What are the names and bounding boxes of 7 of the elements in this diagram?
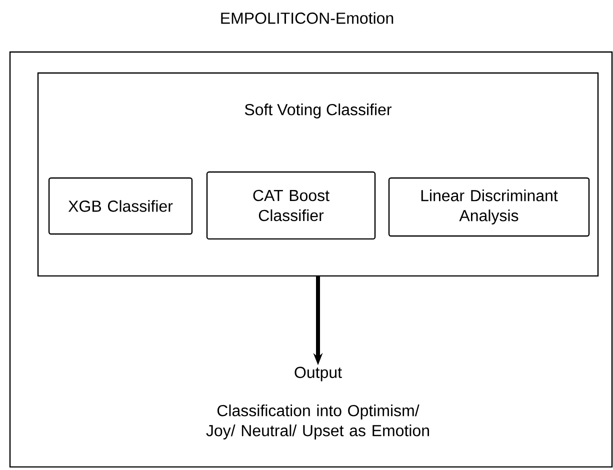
title: EMPOLITICON-Emotion [221,12,394,24]
classifier-box: CAT Boost Classifier [206,171,376,240]
classifier-box: XGB Classifier [48,177,193,235]
description-text: Classification into Optimism/ Joy/ Neutral/ Upset as Emotion [206,404,429,440]
frame-box [9,51,613,468]
output-text: Output [294,366,342,382]
classifier-box: Linear Discriminant Analysis [388,177,590,237]
